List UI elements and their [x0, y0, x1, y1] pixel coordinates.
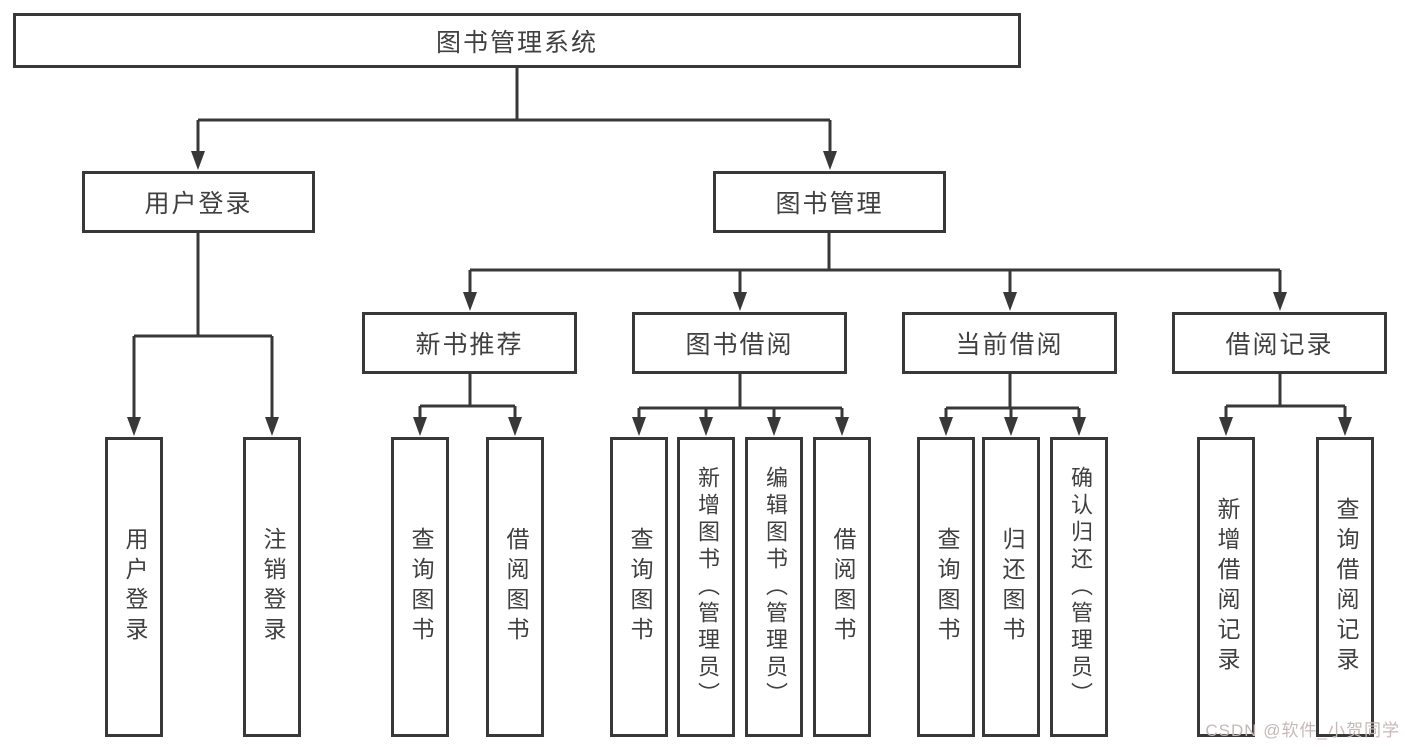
arrowheads-current-borrow — [939, 417, 1086, 436]
leaf-current-confirm-return-admin: 确认归还（管理员） — [1050, 437, 1108, 737]
edge-book-borrow-children — [637, 374, 844, 426]
leaf-records-add-record: 新增借阅记录 — [1197, 437, 1255, 737]
leaf-newbook-borrow-books: 借阅图书 — [486, 437, 544, 737]
leaf-borrow-edit-books-admin: 编辑图书（管理员） — [745, 437, 803, 737]
edge-borrow-records-children — [1224, 374, 1347, 426]
node-book-borrow: 图书借阅 — [632, 312, 847, 374]
leaf-borrow-query-books: 查询图书 — [610, 437, 668, 737]
edge-user-login-children — [132, 233, 274, 426]
arrowheads-borrow-records — [1219, 417, 1352, 436]
leaf-current-return-books: 归还图书 — [982, 437, 1040, 737]
arrowheads-book-borrow — [632, 417, 849, 436]
node-user-login: 用户登录 — [82, 171, 315, 233]
leaf-borrow-borrow-books: 借阅图书 — [813, 437, 871, 737]
edge-root-to-level2 — [196, 68, 832, 160]
node-new-book-recommend: 新书推荐 — [362, 312, 577, 374]
leaf-logout: 注销登录 — [243, 437, 301, 737]
csdn-watermark: CSDN @软件_小贺同学 — [1205, 721, 1400, 740]
arrowheads-user-login — [127, 417, 279, 436]
leaf-newbook-query-books: 查询图书 — [391, 437, 449, 737]
node-current-borrow: 当前借阅 — [902, 312, 1117, 374]
arrowheads-level2 — [191, 151, 837, 170]
leaf-records-query-record: 查询借阅记录 — [1316, 437, 1374, 737]
edge-book-mgmt-to-level3 — [468, 233, 1282, 302]
node-root: 图书管理系统 — [13, 13, 1021, 68]
leaf-borrow-add-books-admin: 新增图书（管理员） — [677, 437, 735, 737]
node-borrow-records: 借阅记录 — [1172, 312, 1387, 374]
leaf-user-login: 用户登录 — [105, 437, 163, 737]
node-book-management: 图书管理 — [713, 171, 946, 233]
leaf-current-query-books: 查询图书 — [917, 437, 975, 737]
arrowheads-level3 — [463, 292, 1287, 311]
edge-new-book-children — [418, 374, 517, 426]
arrowheads-new-book — [413, 417, 522, 436]
